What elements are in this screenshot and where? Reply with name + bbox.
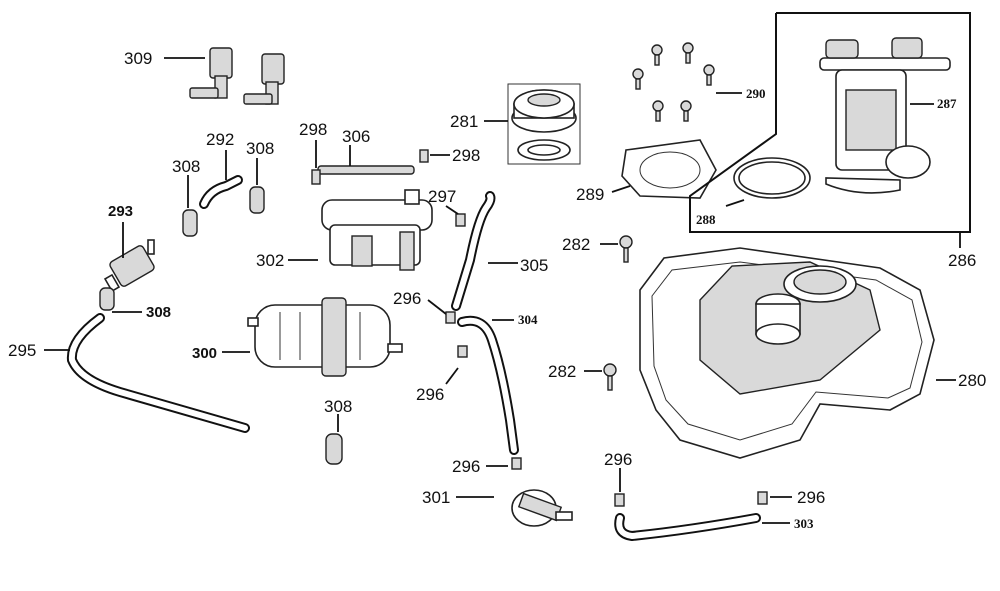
- part-289-gasket-plate: [621, 139, 717, 199]
- part-308-clamp-d: [325, 433, 343, 465]
- box-286-fuel-pump-assembly: [689, 12, 971, 233]
- callout-296d: 296: [604, 450, 632, 469]
- part-296-clip-e: [757, 491, 768, 505]
- callout-304: 304: [518, 312, 538, 327]
- part-298-clip-b: [419, 149, 429, 163]
- callout-296b: 296: [416, 385, 444, 404]
- callout-293: 293: [108, 203, 133, 220]
- part-296-clip-d: [614, 493, 625, 507]
- callout-296c: 296: [452, 457, 480, 476]
- part-292-short-hose: [199, 175, 243, 209]
- callout-298b: 298: [452, 146, 480, 165]
- part-282-bolt-b: [603, 363, 617, 391]
- callout-301: 301: [422, 488, 450, 507]
- part-280-fuel-tank: [639, 247, 935, 459]
- callout-296e: 296: [797, 488, 825, 507]
- callout-305: 305: [520, 256, 548, 275]
- callout-281: 281: [450, 112, 478, 131]
- callout-308d: 308: [324, 397, 352, 416]
- callout-308a: 308: [172, 157, 200, 176]
- callout-306: 306: [342, 127, 370, 146]
- part-308-clamp-b: [249, 186, 265, 214]
- callout-308b: 308: [246, 139, 274, 158]
- callout-298a: 298: [299, 120, 327, 139]
- part-290-bolts: [632, 42, 715, 122]
- part-288-o-ring: [733, 157, 811, 199]
- leader-296b: [445, 367, 459, 385]
- part-300-canister: [247, 297, 403, 377]
- part-305-hose: [451, 191, 496, 311]
- part-308-clamp-a: [182, 209, 198, 237]
- part-308-clamp-c: [99, 287, 115, 311]
- part-309-elbow-fittings: [189, 47, 285, 105]
- callout-280: 280: [958, 371, 986, 390]
- callout-289: 289: [576, 185, 604, 204]
- part-296-clip-a: [445, 311, 456, 324]
- callout-300: 300: [192, 345, 217, 362]
- part-303-hose: [614, 513, 761, 542]
- part-296-clip-c: [511, 457, 522, 470]
- part-298-clip-a: [311, 169, 321, 185]
- callout-292: 292: [206, 130, 234, 149]
- callout-302: 302: [256, 251, 284, 270]
- part-281-fuel-cap: [507, 83, 581, 165]
- leader-296a: [427, 299, 447, 315]
- leader-289: [611, 185, 631, 193]
- callout-297: 297: [428, 187, 456, 206]
- leader-297: [445, 205, 459, 215]
- part-302-valve-body: [321, 189, 433, 271]
- leader-288: [725, 199, 745, 207]
- callout-286: 286: [948, 251, 976, 270]
- part-301-fuel-valve: [511, 489, 573, 527]
- part-304-hose: [457, 315, 519, 455]
- callout-282a: 282: [562, 235, 590, 254]
- callout-282b: 282: [548, 362, 576, 381]
- part-297-clip: [455, 213, 466, 227]
- callout-309: 309: [124, 49, 152, 68]
- callout-287: 287: [937, 96, 957, 111]
- callout-303: 303: [794, 516, 814, 531]
- callout-308c: 308: [146, 304, 171, 321]
- part-287-fuel-pump: [819, 37, 951, 194]
- callout-290: 290: [746, 86, 766, 101]
- callout-296a: 296: [393, 289, 421, 308]
- callout-288: 288: [696, 212, 716, 227]
- callout-295: 295: [8, 341, 36, 360]
- part-282-bolt-a: [619, 235, 633, 263]
- part-293-fuel-filter: [103, 239, 155, 293]
- part-306-vent-tube: [317, 165, 415, 175]
- part-296-clip-b: [457, 345, 468, 358]
- part-295-fuel-hose: [66, 313, 250, 433]
